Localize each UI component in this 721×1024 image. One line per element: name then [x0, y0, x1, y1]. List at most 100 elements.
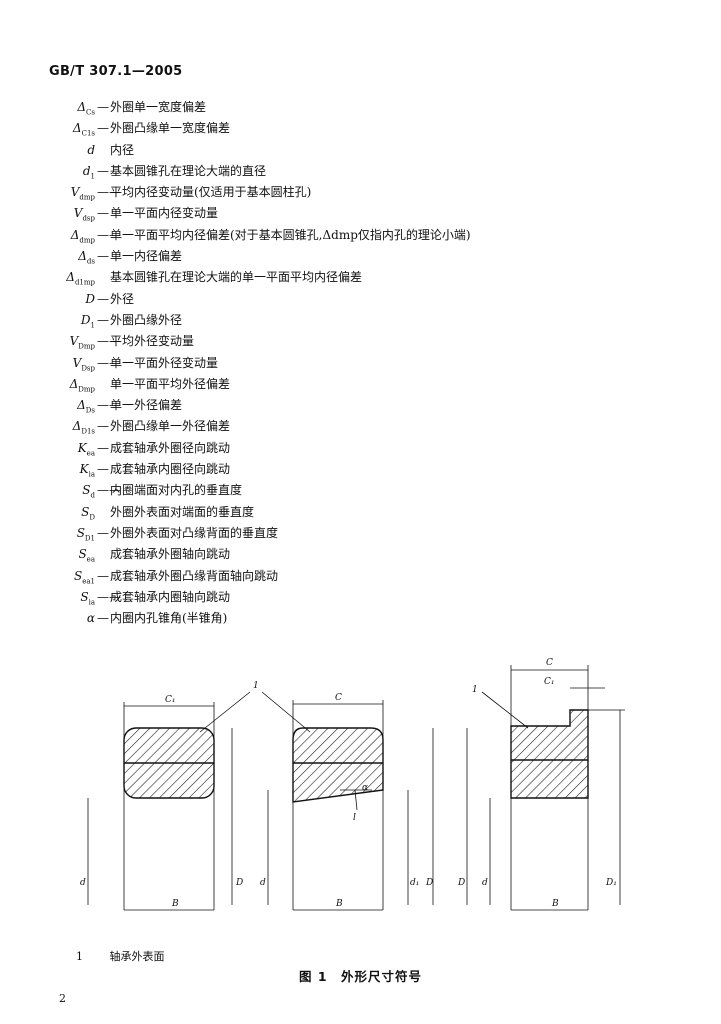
- label-c-mid: C: [335, 693, 342, 703]
- label-d-mid: d: [260, 878, 266, 888]
- definition-text: 外圈凸缘单一外径偏差: [110, 419, 231, 434]
- callout-number-mid: 1: [253, 681, 259, 691]
- definition-row: Vdmp——平均内径变动量(仅适用于基本圆柱孔): [0, 182, 721, 203]
- definition-row: D—外径: [0, 289, 721, 310]
- definition-symbol: Sd: [82, 483, 95, 500]
- left-bearing-section: [87, 702, 233, 911]
- definition-symbol: ΔDs: [77, 398, 95, 415]
- definition-symbol: Sea: [78, 547, 95, 564]
- definition-dash: —: [97, 462, 109, 477]
- definition-dash: —: [97, 312, 109, 327]
- definition-text: 成套轴承内圈轴向跳动: [110, 589, 231, 604]
- definition-dash: ——: [97, 589, 121, 604]
- definition-dash: —: [97, 611, 109, 626]
- definition-symbol: Δd1mp: [66, 270, 95, 287]
- definition-dash: —: [97, 525, 109, 540]
- definition-symbol: SD: [81, 504, 95, 522]
- figure-caption: 图 1 外形尺寸符号: [298, 969, 423, 984]
- definition-text: 基本圆锥孔在理论大端的直径: [110, 163, 267, 178]
- definition-text: 单一平面内径变动量: [110, 206, 219, 221]
- definition-dash: —: [97, 206, 109, 221]
- label-b-left: B: [171, 899, 179, 909]
- definition-row: Vdsp—单一平面内径变动量: [0, 203, 721, 224]
- label-d1-mid: d₁: [410, 878, 419, 888]
- definition-text: 外径: [110, 291, 135, 306]
- label-d-left: d: [80, 878, 86, 888]
- definition-text: 外圈外表面对凸缘背面的垂直度: [110, 525, 279, 540]
- definition-dash: —: [97, 568, 109, 583]
- definition-text: 外圈凸缘外径: [110, 312, 183, 327]
- label-d1-right: D₁: [605, 878, 617, 888]
- definition-symbol: D: [85, 291, 95, 306]
- figure-1-drawing: 1 1 C₁ C C C₁ B B B d D d d₁ D D d D₁ α …: [80, 658, 625, 911]
- definition-symbol: ΔDmp: [69, 376, 95, 394]
- legend-number: 1: [76, 950, 83, 963]
- definition-row: Sia——成套轴承内圈轴向跳动: [0, 587, 721, 608]
- definition-row: ΔC1s—外圈凸缘单一宽度偏差: [0, 118, 721, 139]
- label-outer-d-right: D: [457, 878, 465, 888]
- figure-legend: 1 轴承外表面: [76, 948, 165, 964]
- definition-dash: ——: [97, 483, 121, 498]
- definition-row: VDmp——平均外径变动量: [0, 331, 721, 352]
- legend-text: 轴承外表面: [109, 950, 165, 963]
- definition-dash: —: [97, 419, 109, 434]
- label-b-mid: B: [335, 899, 343, 909]
- label-b-right: B: [551, 899, 559, 909]
- definition-row: Kia—成套轴承内圈径向跳动: [0, 459, 721, 480]
- definition-dash: ——: [97, 334, 121, 349]
- definition-text: 成套轴承外圈轴向跳动: [110, 547, 231, 562]
- page-number: 2: [59, 992, 66, 1005]
- label-c1-right: C₁: [544, 677, 555, 687]
- right-bearing-section: [466, 665, 625, 911]
- definition-dash: ——: [97, 398, 121, 413]
- label-outer-d-mid: D: [425, 878, 433, 888]
- definition-symbol: VDsp: [72, 355, 95, 372]
- definition-symbol: VDmp: [69, 334, 95, 351]
- definition-row: ΔCs—外圈单一宽度偏差: [0, 97, 721, 118]
- definition-row: Δdmp——单一平面平均内径偏差(对于基本圆锥孔,Δdmp仅指内孔的理论小端): [0, 225, 721, 246]
- definition-symbol: Δds: [78, 249, 95, 266]
- callout-leaders: [199, 691, 529, 733]
- definition-dash: —: [97, 291, 109, 306]
- page-header: GB/T 307.1—2005: [49, 64, 183, 79]
- definition-dash: —: [97, 249, 109, 264]
- definition-text: 外圈凸缘单一宽度偏差: [110, 121, 231, 136]
- definition-row: Kea—成套轴承外圈径向跳动: [0, 438, 721, 459]
- definition-dash: ——: [97, 355, 121, 370]
- label-c-right: C: [546, 658, 553, 668]
- definition-text: 内圈内孔锥角(半锥角): [110, 611, 228, 626]
- definition-row: d1—基本圆锥孔在理论大端的直径: [0, 161, 721, 182]
- definition-symbol: D1: [80, 312, 95, 330]
- definition-row: Sd——内圈端面对内孔的垂直度: [0, 480, 721, 501]
- definition-symbol: d: [87, 142, 95, 157]
- definition-dash: —: [97, 440, 109, 455]
- definition-dash: —: [97, 100, 109, 114]
- definition-text: 成套轴承内圈径向跳动: [110, 462, 231, 477]
- definition-symbol: Δdmp: [70, 227, 95, 245]
- definition-symbol: Sia: [80, 589, 95, 607]
- definition-row: Sea 成套轴承外圈轴向跳动: [0, 544, 721, 565]
- definition-dash: —: [97, 163, 109, 178]
- label-outer-d-left: D: [235, 878, 243, 888]
- definition-symbol: ΔCs: [77, 100, 95, 117]
- definition-symbol: d1: [82, 163, 95, 181]
- definition-symbol: Kea: [77, 440, 95, 458]
- definition-row: Sea1—成套轴承外圈凸缘背面轴向跳动: [0, 566, 721, 587]
- definition-symbol: Sea1: [73, 568, 95, 585]
- definition-symbol: ΔD1s: [72, 419, 95, 436]
- definition-row: α—内圈内孔锥角(半锥角): [0, 608, 721, 629]
- definition-text: 平均内径变动量(仅适用于基本圆柱孔): [110, 185, 312, 200]
- label-l: l: [353, 813, 356, 823]
- definition-dash: —: [97, 121, 109, 136]
- definition-symbol: ΔC1s: [72, 121, 95, 138]
- label-d-right: d: [482, 878, 488, 888]
- definition-text: 基本圆锥孔在理论大端的单一平面平均内径偏差: [110, 270, 363, 285]
- definition-row: VDsp——单一平面外径变动量: [0, 353, 721, 374]
- definition-dash: ——: [97, 227, 121, 242]
- middle-bearing-section: [267, 700, 434, 911]
- definition-text: 外圈单一宽度偏差: [110, 100, 207, 114]
- label-alpha: α: [362, 783, 368, 793]
- definition-symbol: α: [86, 611, 95, 626]
